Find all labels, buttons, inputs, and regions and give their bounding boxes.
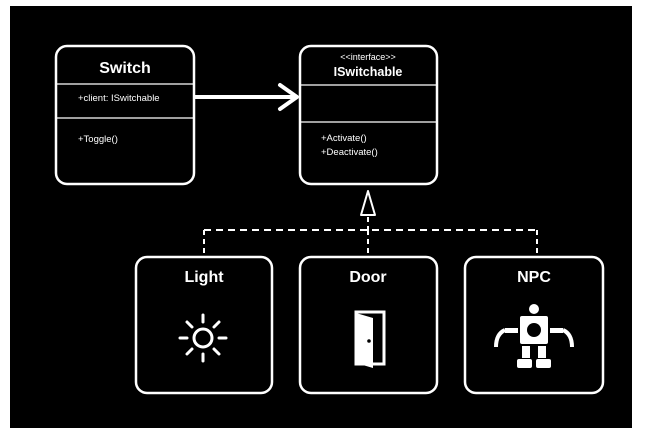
robot-icon (494, 304, 574, 368)
iswitchable-stereotype: <<interface>> (340, 52, 396, 62)
npc-class-border (463, 255, 605, 395)
npc-class-name: NPC (517, 269, 551, 286)
iswitchable-name: ISwitchable (334, 65, 403, 79)
light-class-border (134, 255, 274, 395)
door-icon (354, 310, 386, 368)
door-class-name: Door (349, 269, 386, 286)
door-class-border (298, 255, 439, 395)
door-class: Door (298, 255, 439, 395)
switch-class-method: +Toggle() (78, 134, 118, 145)
realization-arrowhead (360, 190, 376, 216)
iswitchable-method-activate: +Activate() (321, 133, 367, 144)
sun-icon (178, 313, 228, 363)
switch-class-name: Switch (99, 60, 151, 77)
switch-class-border (54, 44, 196, 186)
light-class: Light (134, 255, 274, 395)
association-arrowhead (278, 83, 299, 111)
association-arrow (194, 83, 299, 111)
switch-class-attribute: +client: ISwitchable (78, 93, 160, 104)
iswitchable-method-deactivate: +Deactivate() (321, 147, 378, 158)
iswitchable-interface: <<interface>> ISwitchable +Activate() +D… (298, 44, 439, 186)
realization-connectors (203, 190, 538, 257)
npc-class: NPC (463, 255, 605, 395)
iswitchable-border (298, 44, 439, 186)
light-class-name: Light (184, 269, 224, 286)
switch-class: Switch +client: ISwitchable +Toggle() (54, 44, 196, 186)
